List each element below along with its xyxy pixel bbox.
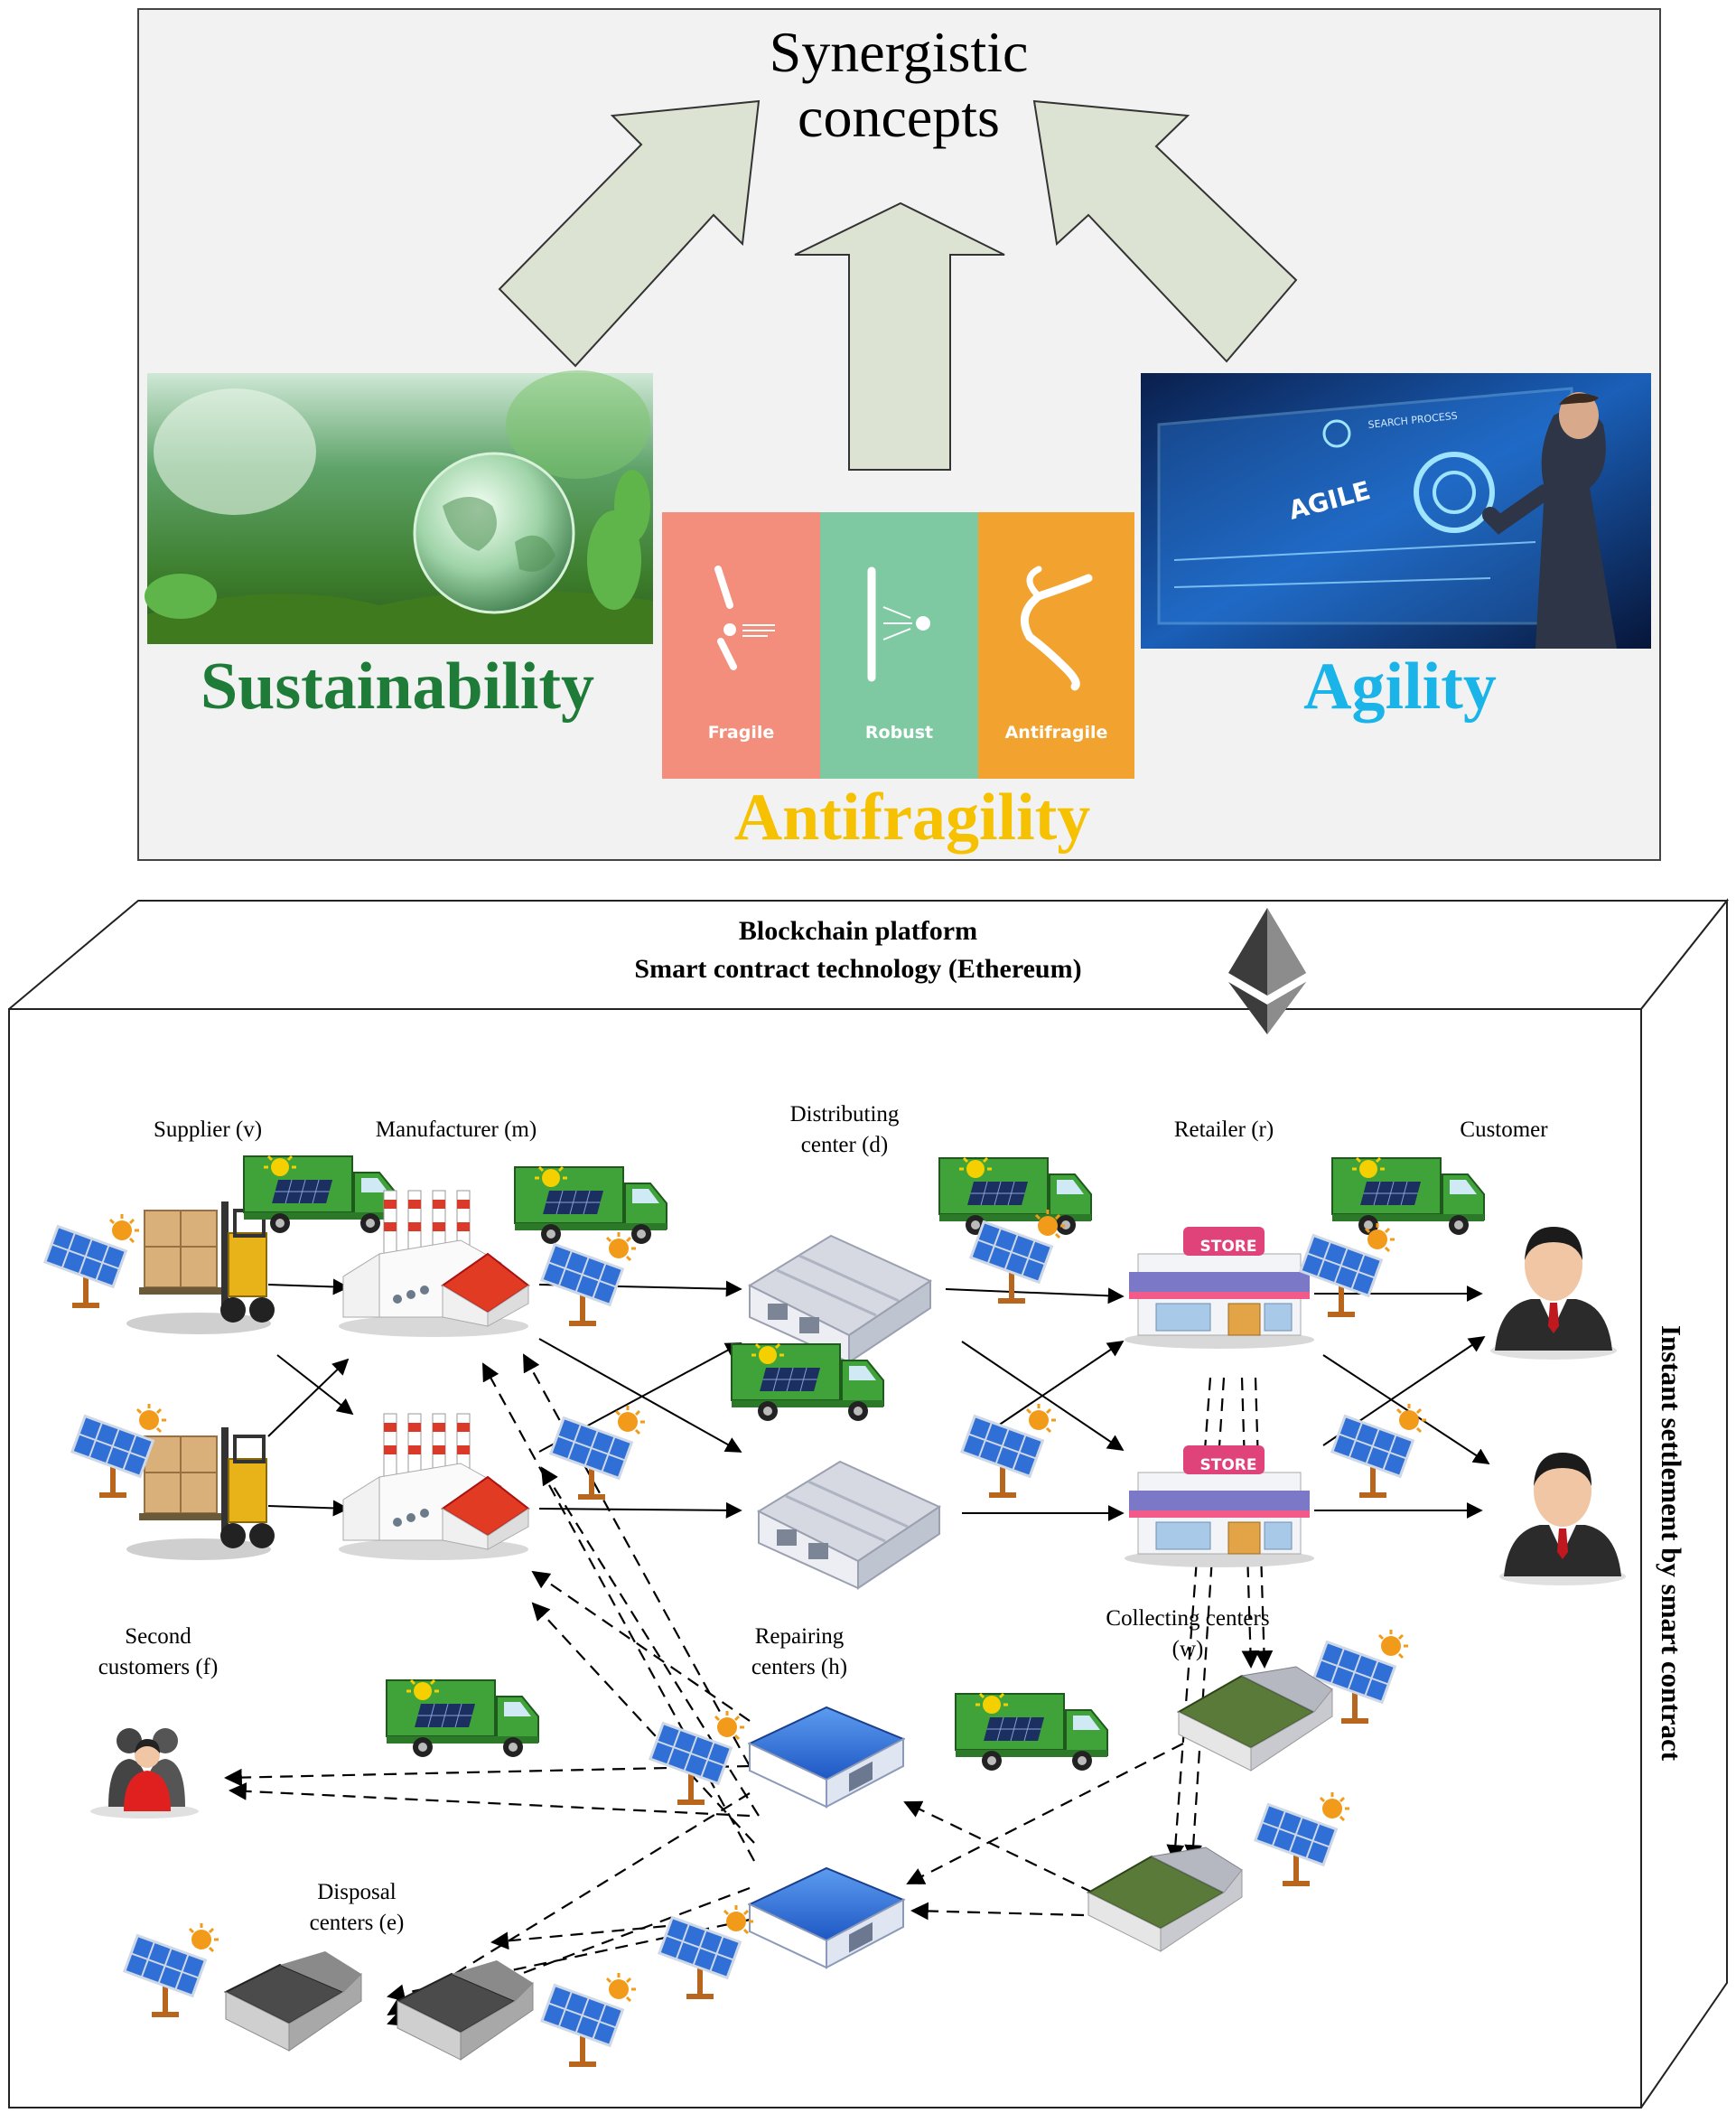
title-line-2: concepts	[798, 85, 1000, 149]
store-sign: STORE	[1200, 1456, 1257, 1474]
agility-image	[1141, 373, 1651, 649]
distributing-line-2: center (d)	[800, 1133, 889, 1157]
platform-line-2: Smart contract technology (Ethereum)	[634, 954, 1082, 984]
right-arrow	[1032, 99, 1298, 363]
repairing-label: Repairing centers (h)	[714, 1622, 885, 1683]
antifragility-panels	[662, 512, 1134, 779]
second-line-1: Second	[125, 1624, 191, 1649]
collecting-line-1: Collecting centers	[1106, 1606, 1270, 1631]
antifragility-label: Antifragility	[733, 781, 1091, 855]
platform-line-1: Blockchain platform	[738, 916, 978, 946]
retailer-label: Retailer (r)	[1173, 1117, 1274, 1142]
disposal-line-2: centers (e)	[309, 1911, 405, 1935]
sustainability-image	[145, 370, 653, 644]
instant-settlement-label: Instant settlement by smart contract	[1656, 1324, 1687, 1762]
ethereum-icon	[1228, 908, 1306, 1034]
distributing-line-1: Distributing	[789, 1102, 900, 1127]
disposal-label: Disposal centers (e)	[280, 1877, 434, 1939]
repairing-line-1: Repairing	[754, 1624, 845, 1649]
manufacturer-label: Manufacturer (m)	[375, 1117, 537, 1142]
repairing-line-2: centers (h)	[751, 1655, 848, 1679]
agility-label: Agility	[1303, 650, 1497, 724]
antifragile-label: Antifragile	[1004, 723, 1108, 743]
fragile-panel	[662, 512, 820, 779]
synergistic-title: Synergistic concepts	[686, 20, 1111, 150]
supplier-label: Supplier (v)	[153, 1117, 263, 1142]
left-arrow	[498, 99, 761, 368]
collecting-line-2: (w)	[1171, 1637, 1204, 1661]
antifragile-panel	[978, 512, 1134, 779]
store-sign: STORE	[1200, 1238, 1257, 1256]
collecting-label: Collecting centers (w)	[1075, 1603, 1301, 1665]
distributing-label: Distributing center (d)	[750, 1099, 939, 1161]
disposal-line-1: Disposal	[317, 1880, 397, 1904]
robust-label: Robust	[864, 723, 934, 743]
second-customers-label: Second customers (f)	[72, 1622, 244, 1683]
fragile-label: Fragile	[707, 723, 775, 743]
robust-panel	[820, 512, 978, 779]
center-arrow	[794, 201, 1005, 471]
blockchain-title: Blockchain platform Smart contract techn…	[497, 912, 1219, 988]
title-line-1: Synergistic	[769, 20, 1029, 84]
sustainability-label: Sustainability	[201, 650, 594, 724]
second-line-2: customers (f)	[98, 1655, 219, 1679]
customer-label: Customer	[1460, 1117, 1548, 1142]
